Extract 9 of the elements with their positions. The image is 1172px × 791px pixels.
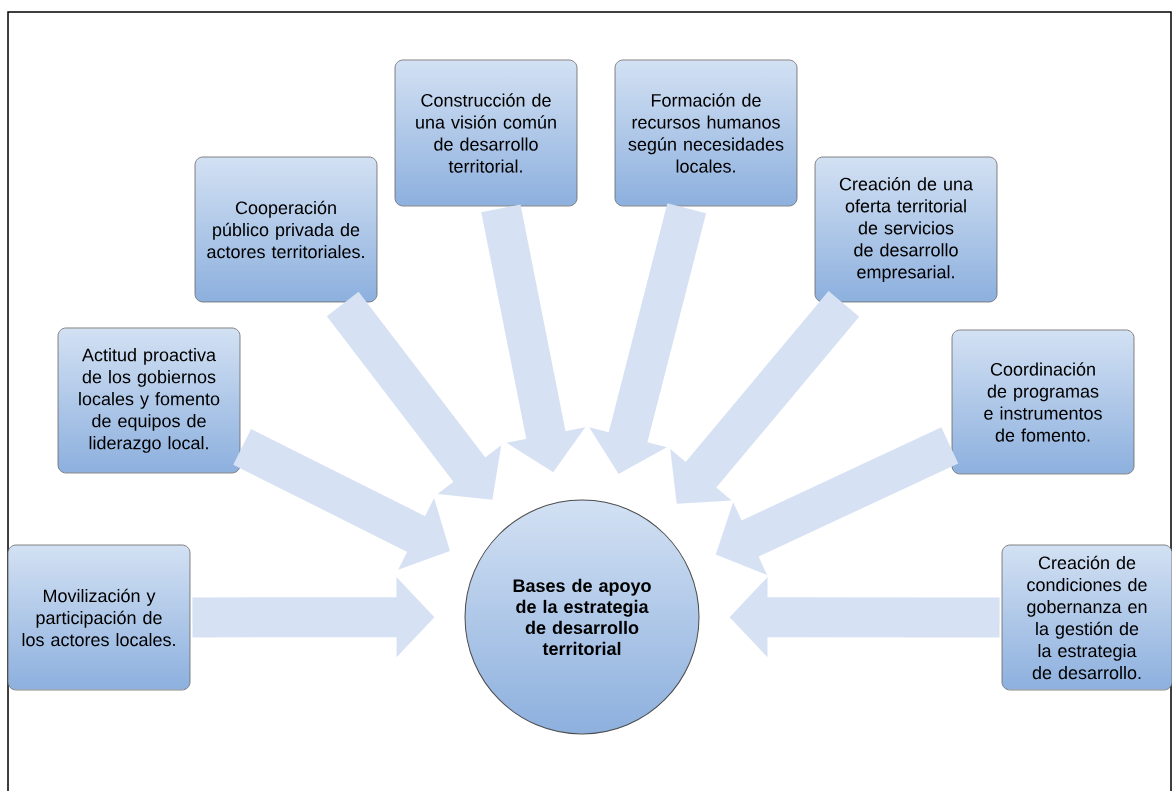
text-box: Coordinación de programas e instrumentos de fomento. — [951, 329, 1135, 475]
block-arrow — [326, 291, 502, 500]
text-box: Formación de recursos humanos según necesidades locales. — [614, 59, 798, 207]
text-box: Cooperación público privada de actores territoriales. — [194, 156, 378, 303]
text-box: Movilización y participación de los actores locales. — [7, 544, 191, 691]
text-box: Actitud proactiva de los gobiernos locales y fomento de equipos de liderazgo local. — [57, 327, 241, 474]
text-box: Creación de una oferta territorial de servicios de desarrollo empresarial. — [814, 156, 998, 303]
text-box: Construcción de una visión común de desarrollo territorial. — [394, 59, 578, 207]
text-box: Creación de condiciones de gobernanza en la gestión de la estrategia de desarrollo. — [1001, 544, 1172, 691]
